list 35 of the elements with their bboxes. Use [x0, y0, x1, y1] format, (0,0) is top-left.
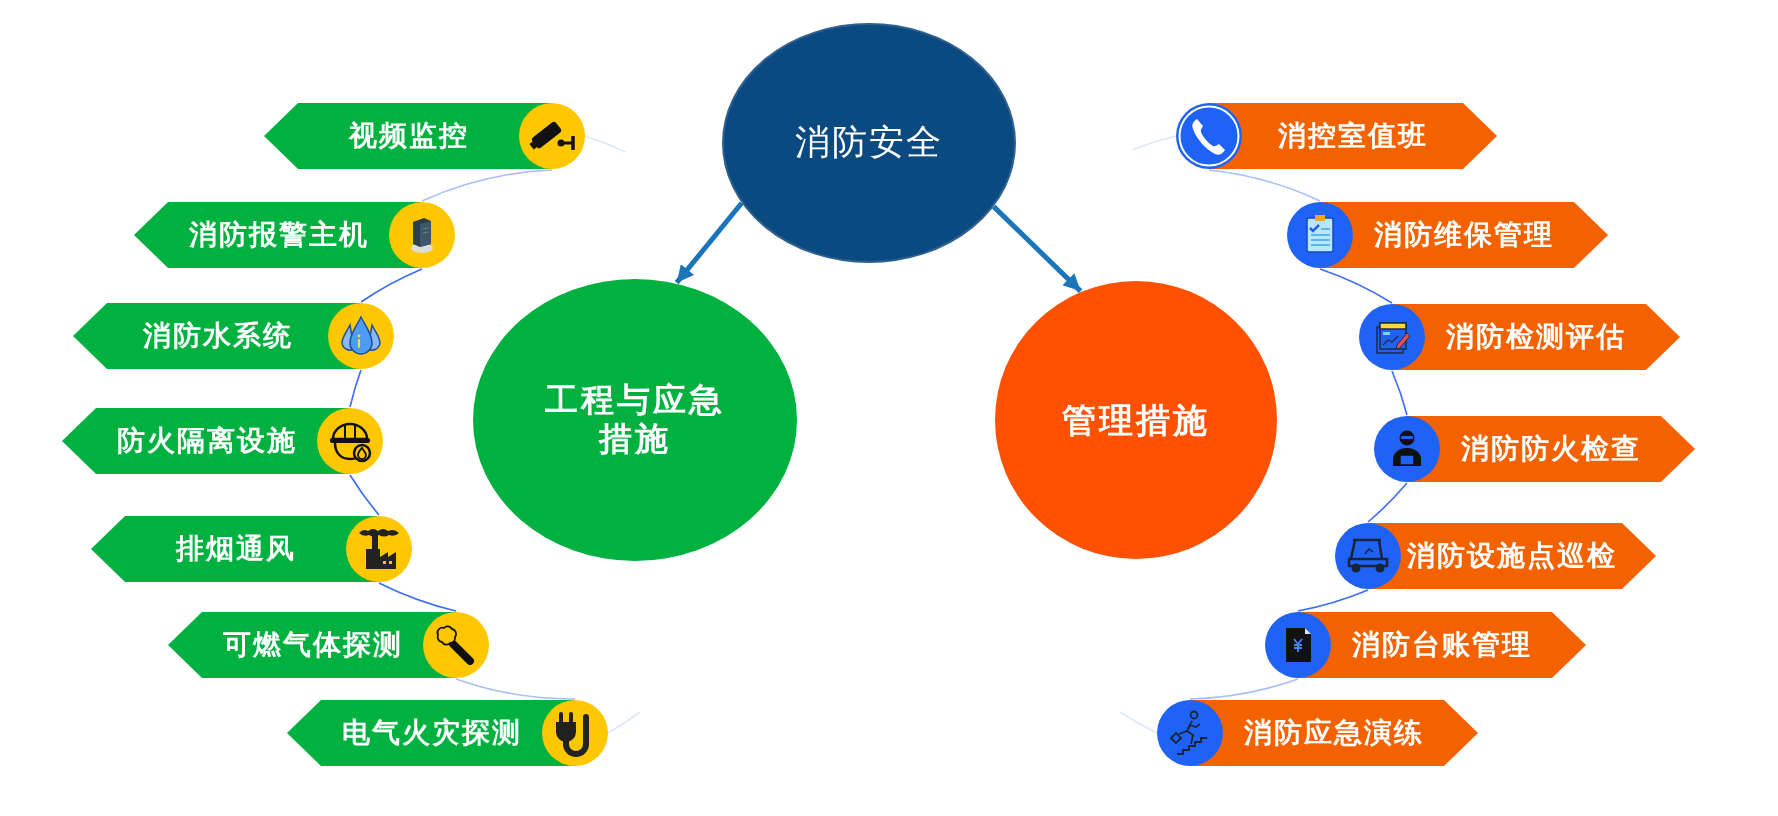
arrow: [991, 204, 1083, 293]
item-label: 消防水系统: [142, 319, 293, 353]
curved-line: [1297, 589, 1369, 612]
curved-line: [378, 582, 457, 612]
item-label: 消防应急演练: [1243, 716, 1424, 750]
item-label: 电气火灾探测: [341, 716, 522, 750]
curved-line: [1131, 135, 1177, 151]
curved-line: [584, 135, 627, 153]
item-label: 消控室值班: [1277, 119, 1428, 153]
curved-line: [1367, 482, 1408, 523]
curved-line: [349, 369, 362, 408]
curved-line: [349, 474, 380, 516]
topic-label: 消防安全: [795, 122, 943, 164]
category-label: 管理措施: [1062, 399, 1210, 441]
item-label: 防火隔离设施: [116, 424, 297, 458]
arrow: [674, 201, 744, 285]
curved-line: [607, 711, 641, 734]
item-label: 视频监控: [348, 119, 469, 153]
item-label: 消防检测评估: [1445, 320, 1626, 354]
curved-line: [1391, 370, 1408, 416]
item-label: 消防报警主机: [188, 218, 369, 252]
curved-line: [360, 268, 423, 303]
curved-line: [421, 169, 553, 202]
curved-line: [1119, 711, 1158, 734]
item-label: 排烟通风: [175, 532, 296, 566]
item-label: 可燃气体探测: [222, 628, 403, 662]
curved-line: [455, 678, 576, 700]
curved-line: [1189, 678, 1299, 700]
curved-line: [1208, 169, 1321, 202]
curved-line: [1319, 268, 1393, 304]
item-label: 消防防火检查: [1460, 432, 1641, 466]
category-label: 工程与应急措施: [544, 381, 726, 459]
item-label: 消防台账管理: [1351, 628, 1532, 662]
item-label: 消防维保管理: [1373, 218, 1554, 252]
item-label: 消防设施点巡检: [1406, 539, 1617, 573]
